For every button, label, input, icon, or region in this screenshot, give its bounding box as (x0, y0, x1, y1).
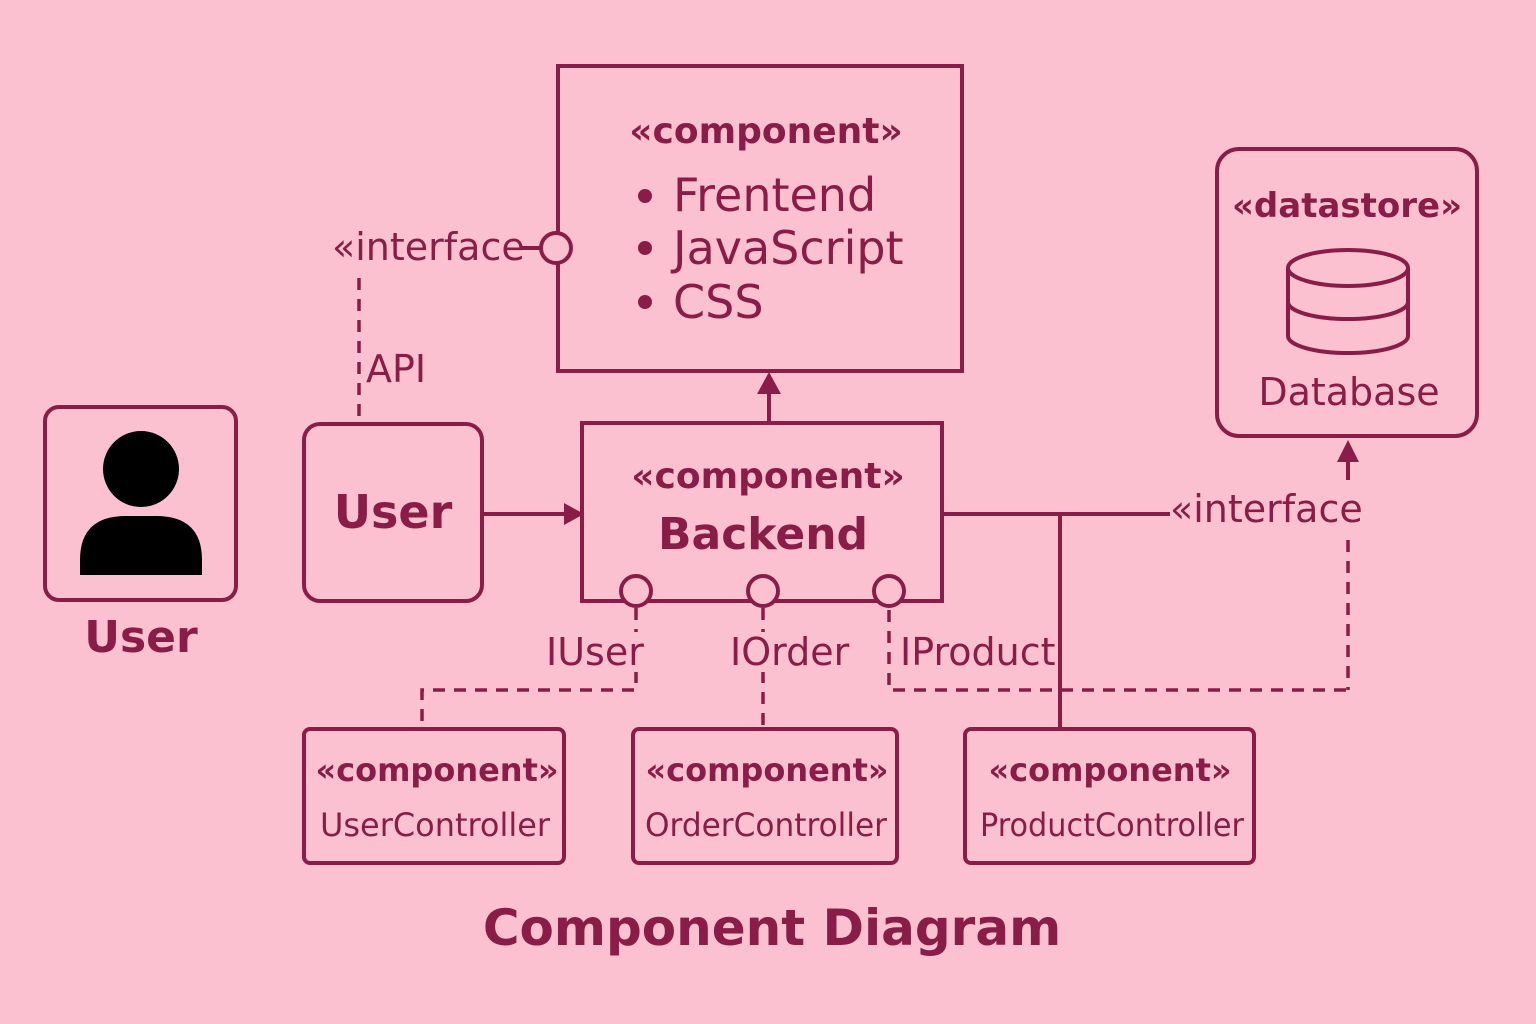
datastore-box (1215, 147, 1479, 438)
frontend-interface[interactable]: «interface (332, 225, 573, 269)
datastore-label: Database (1258, 370, 1439, 414)
diagram-title: Component Diagram (483, 899, 1061, 957)
iuser-label: IUser (546, 630, 644, 674)
controller-stereotype: «component» (988, 751, 1231, 789)
iproduct-backdrop (898, 632, 1056, 672)
controller-label: OrderController (645, 806, 888, 844)
controller-stereotype: «component» (315, 751, 558, 789)
user-actor[interactable]: User (43, 405, 238, 663)
controller-stereotype: «component» (645, 751, 888, 789)
controller-box (302, 727, 566, 865)
iorder-lollipop-icon[interactable] (746, 574, 780, 608)
controller-box (963, 727, 1256, 865)
bullet-icon (638, 241, 652, 255)
controller-label: ProductController (980, 806, 1245, 844)
iuser-backdrop (540, 632, 648, 672)
controller-box (631, 727, 899, 865)
db-interface-label: «interface (1170, 487, 1363, 531)
db-interface-backdrop (1170, 488, 1360, 532)
iuser-dependency-line (420, 608, 638, 730)
iorder-backdrop (726, 632, 856, 672)
order-controller-component[interactable]: «component» OrderController (631, 727, 899, 865)
product-controller-component[interactable]: «component» ProductController (963, 727, 1256, 865)
frontend-item: CSS (673, 275, 764, 329)
backend-label: Backend (658, 509, 868, 560)
user-to-backend-arrowhead (564, 503, 584, 525)
database-cylinder-icon (1286, 248, 1410, 355)
frontend-item: JavaScript (670, 221, 904, 275)
database-datastore[interactable]: «datastore» Database (1215, 147, 1479, 438)
api-label: API (366, 347, 426, 391)
user-box (302, 422, 484, 603)
db-arrowhead (1337, 440, 1359, 462)
backend-to-frontend-arrowhead (757, 372, 781, 394)
user-silhouette-icon (80, 431, 202, 575)
backend-component[interactable]: «component» Backend (580, 421, 944, 608)
iproduct-dependency-line (887, 610, 1348, 692)
user-box-label: User (334, 485, 453, 539)
frontend-box (556, 64, 964, 373)
iproduct-label: IProduct (900, 630, 1056, 674)
backend-box (580, 421, 944, 603)
iproduct-lollipop-icon[interactable] (872, 574, 906, 608)
frontend-interface-label: «interface (332, 225, 525, 269)
frontend-stereotype: «component» (629, 111, 902, 152)
iuser-lollipop-icon[interactable] (619, 574, 653, 608)
datastore-stereotype: «datastore» (1232, 186, 1462, 226)
frontend-item: Frentend (673, 168, 876, 222)
actor-label: User (84, 612, 198, 663)
bullet-icon (638, 295, 652, 309)
iorder-label: IOrder (730, 630, 850, 674)
user-component[interactable]: User (302, 422, 484, 603)
user-controller-component[interactable]: «component» UserController (302, 727, 566, 865)
frontend-component[interactable]: «component» Frentend JavaScript CSS (556, 64, 964, 373)
interface-lollipop-icon (539, 231, 573, 265)
bullet-icon (638, 189, 652, 203)
controller-label: UserController (320, 806, 551, 844)
backend-stereotype: «component» (631, 456, 904, 497)
